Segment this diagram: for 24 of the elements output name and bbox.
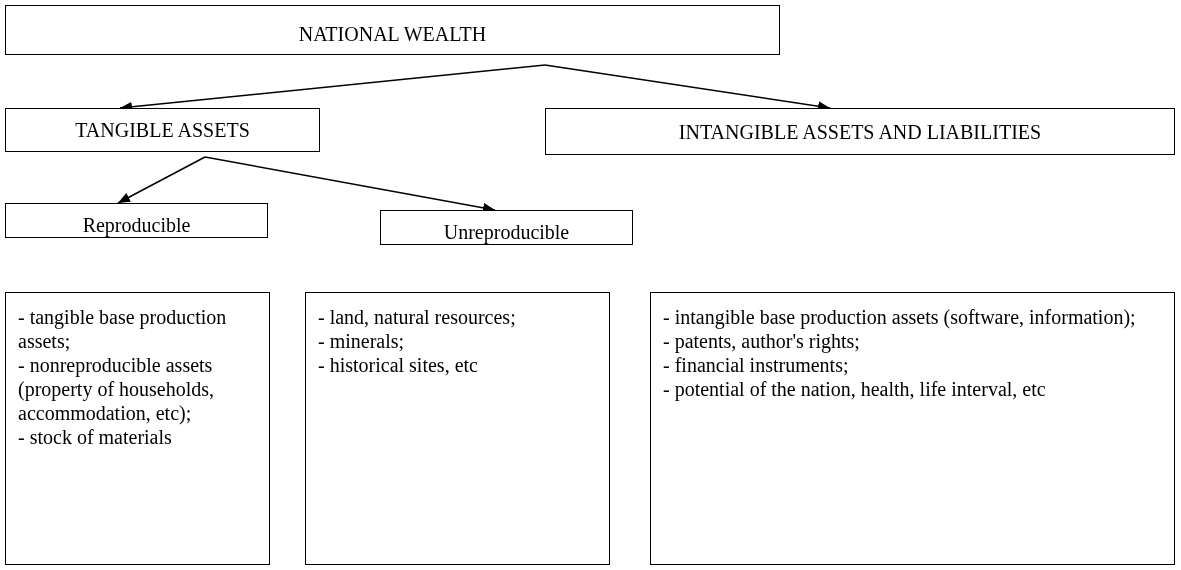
- list-item: - nonreproducible assets (property of households, accommodation, etc);: [18, 353, 216, 425]
- subcategory-box: [380, 210, 633, 245]
- list-item: - land, natural resources;: [318, 305, 516, 329]
- category-box: [545, 108, 1175, 155]
- list-box: [5, 292, 270, 565]
- arrow: [117, 156, 206, 204]
- box-label: Reproducible: [82, 213, 191, 237]
- list-item: - financial instruments;: [663, 353, 849, 377]
- list-item: - patents, author's rights;: [663, 329, 860, 353]
- list-item: - historical sites, etc: [318, 353, 478, 377]
- list-box: [305, 292, 610, 565]
- box-label: INTANGIBLE ASSETS AND LIABILITIES: [678, 119, 1042, 144]
- root-box: [5, 5, 780, 55]
- list-item: - intangible base production assets (software, information);: [663, 305, 1136, 329]
- box-label: Unreproducible: [443, 220, 570, 244]
- list-item: - minerals;: [318, 329, 405, 353]
- list-item: - tangible base production assets;: [18, 305, 228, 353]
- box-label: TANGIBLE ASSETS: [75, 118, 250, 142]
- box-label: NATIONAL WEALTH: [298, 22, 487, 46]
- category-box: [5, 108, 320, 152]
- list-box: [650, 292, 1175, 565]
- list-item: - potential of the nation, health, life interval, etc: [663, 377, 1046, 401]
- list-item: - stock of materials: [18, 425, 172, 449]
- subcategory-box: [5, 203, 268, 238]
